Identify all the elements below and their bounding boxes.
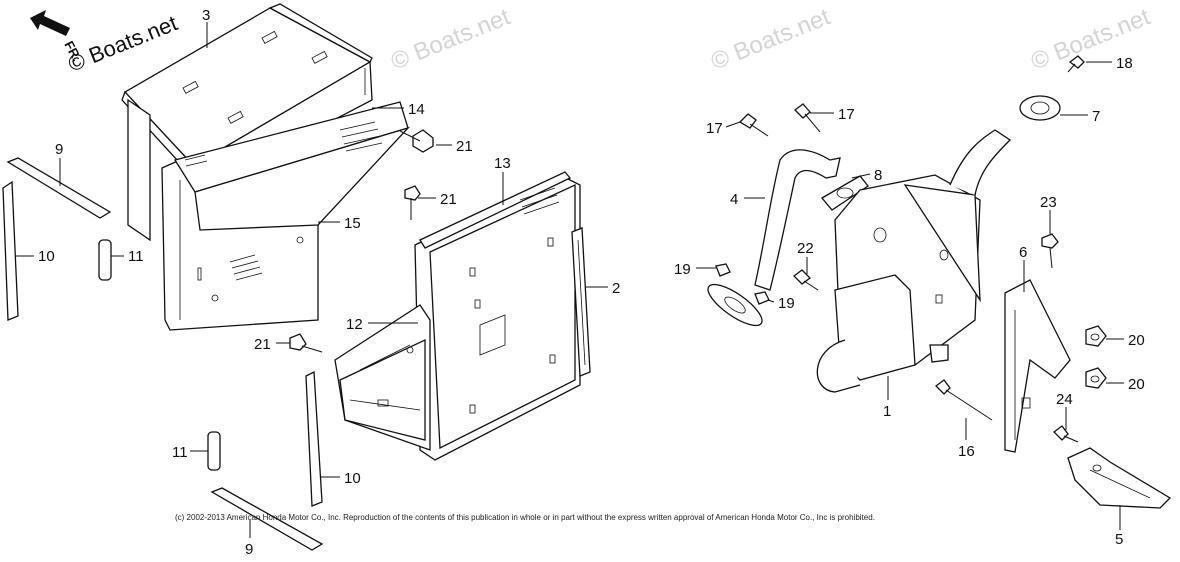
- bolt-24-icon: [1053, 425, 1079, 443]
- part-9-strip-lower: [210, 487, 324, 551]
- part-15-side-panel: [161, 101, 411, 331]
- nut-20-icon: [1085, 325, 1107, 347]
- watermark: © Boats.net: [1027, 3, 1154, 75]
- callout-6: 6: [1019, 244, 1027, 261]
- callout-23: 23: [1040, 194, 1057, 211]
- callout-4: 4: [730, 191, 738, 208]
- callout-3: 3: [202, 7, 210, 24]
- part-5-bracket: [1067, 447, 1172, 509]
- callout-10: 10: [38, 248, 55, 265]
- front-arrow-icon: [30, 10, 70, 36]
- callout-15: 15: [344, 215, 361, 232]
- callout-21: 21: [440, 191, 457, 208]
- leader-lines: [15, 22, 1124, 538]
- part-12-tray: [334, 304, 431, 451]
- bolt-16-icon: [935, 379, 993, 421]
- callout-19: 19: [674, 261, 691, 278]
- bolt-17-icon: [738, 113, 769, 137]
- callout-7: 7: [1092, 108, 1100, 125]
- part-13-base-plate: [414, 171, 581, 461]
- callout-20: 20: [1128, 376, 1145, 393]
- callout-11: 11: [172, 444, 188, 461]
- callout-11: 11: [128, 248, 144, 265]
- part-8-gasket: [821, 175, 869, 211]
- callout-18: 18: [1116, 55, 1133, 72]
- callout-19: 19: [778, 295, 795, 312]
- part-4-exhaust-pipe: [707, 149, 841, 327]
- bolt-21-icon: [289, 333, 323, 353]
- part-10-strip-lower: [305, 370, 323, 507]
- part-9-strip: [6, 157, 112, 219]
- callout-17: 17: [838, 106, 855, 123]
- nut-19-icon: [754, 291, 770, 305]
- callout-22: 22: [797, 240, 814, 257]
- part-6-bracket: [1004, 279, 1071, 453]
- part-2-strip: [571, 227, 591, 377]
- callout-2: 2: [612, 280, 620, 297]
- callout-9: 9: [245, 541, 253, 558]
- bolt-21-icon: [399, 129, 434, 153]
- bolt-22-icon: [793, 269, 819, 291]
- watermark: © Boats.net: [65, 10, 181, 76]
- bolt-17-icon: [794, 103, 821, 133]
- bolt-18-icon: [1067, 55, 1085, 73]
- callout-14: 14: [408, 101, 425, 118]
- callout-9: 9: [55, 141, 63, 158]
- part-7-flange: [1019, 95, 1061, 121]
- part-1-muffler: [816, 129, 1012, 393]
- watermark: © Boats.net: [387, 3, 514, 75]
- callout-10: 10: [344, 470, 361, 487]
- callout-24: 24: [1056, 391, 1073, 408]
- callout-8: 8: [874, 167, 882, 184]
- part-10-strip: [2, 180, 19, 321]
- callout-1: 1: [883, 403, 891, 420]
- callout-12: 12: [346, 316, 363, 333]
- nut-19-icon: [715, 263, 731, 277]
- callout-5: 5: [1115, 531, 1123, 548]
- bolt-21-icon: [404, 185, 421, 220]
- copyright-notice: (c) 2002-2013 American Honda Motor Co., …: [175, 513, 875, 522]
- callout-21: 21: [456, 138, 473, 155]
- watermark: © Boats.net: [707, 3, 834, 75]
- callout-20: 20: [1128, 332, 1145, 349]
- callout-13: 13: [494, 155, 511, 172]
- part-11-grommet-lower: [207, 431, 221, 471]
- callout-16: 16: [958, 443, 975, 460]
- callout-17: 17: [706, 120, 723, 137]
- nut-20-icon: [1085, 367, 1107, 389]
- part-11-grommet: [98, 239, 112, 281]
- bolt-23-icon: [1041, 233, 1059, 269]
- callout-21: 21: [254, 336, 271, 353]
